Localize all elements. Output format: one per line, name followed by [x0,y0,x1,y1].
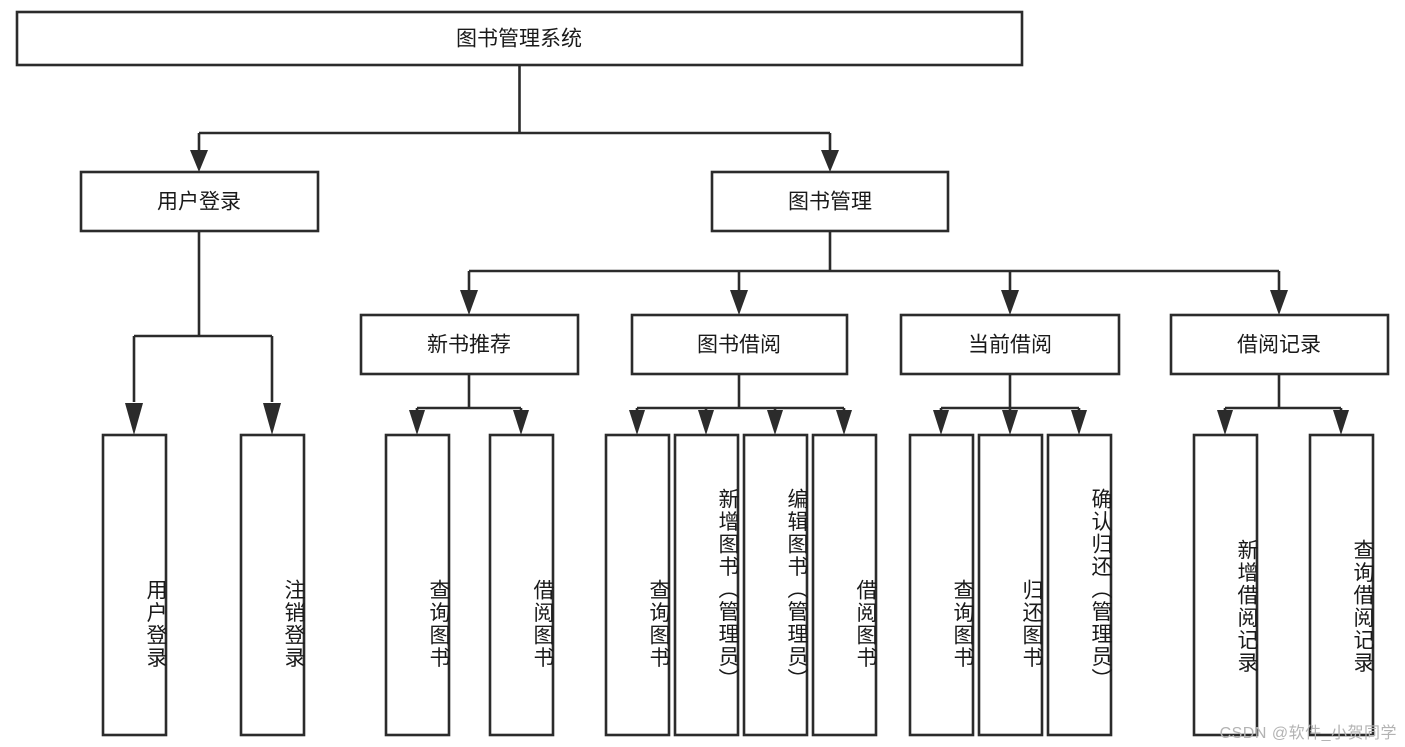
node-leaf-query-book-2[interactable] [604,433,671,737]
node-user-login-label: 用户登录 [157,191,241,214]
node-book-management-label: 图书管理 [788,191,872,214]
node-borrow-record[interactable] [1169,313,1390,376]
node-book-management[interactable] [710,170,950,233]
node-book-borrow-label: 图书借阅 [697,334,781,357]
node-leaf-add-book[interactable] [673,433,740,737]
connector-borrowrecord-to-leaves [1217,374,1349,435]
node-root[interactable] [15,10,1024,67]
node-leaf-borrow-book-1[interactable] [488,433,555,737]
watermark-text: CSDN @软件_小贺同学 [1219,725,1397,742]
node-leaf-return-book[interactable] [977,433,1044,737]
node-current-borrow[interactable] [899,313,1121,376]
node-new-book-recommend-label: 新书推荐 [427,334,511,357]
node-user-login[interactable] [79,170,320,233]
node-book-borrow[interactable] [630,313,849,376]
node-leaf-borrow-book-2[interactable] [811,433,878,737]
node-leaf-query-book-1[interactable] [384,433,451,737]
node-leaf-confirm-return[interactable] [1046,433,1113,737]
connector-newbook-to-leaves [409,374,529,435]
node-leaf-edit-book[interactable] [742,433,809,737]
node-leaf-add-record[interactable] [1192,433,1259,737]
node-leaf-query-book-3[interactable] [908,433,975,737]
node-leaf-logout-login[interactable] [239,433,306,737]
node-new-book-recommend[interactable] [359,313,580,376]
connector-bookborrow-to-leaves [629,374,852,435]
node-root-label: 图书管理系统 [456,28,582,51]
node-borrow-record-label: 借阅记录 [1237,334,1321,357]
node-leaf-user-login[interactable] [101,433,168,737]
connector-bookmgmt-to-level3 [460,231,1288,315]
node-leaf-query-record[interactable] [1308,433,1375,737]
connector-currentborrow-to-leaves [933,374,1087,435]
connector-userlogin-to-leaves [125,231,281,435]
node-current-borrow-label: 当前借阅 [968,334,1052,357]
connector-root-to-level2 [190,66,839,172]
